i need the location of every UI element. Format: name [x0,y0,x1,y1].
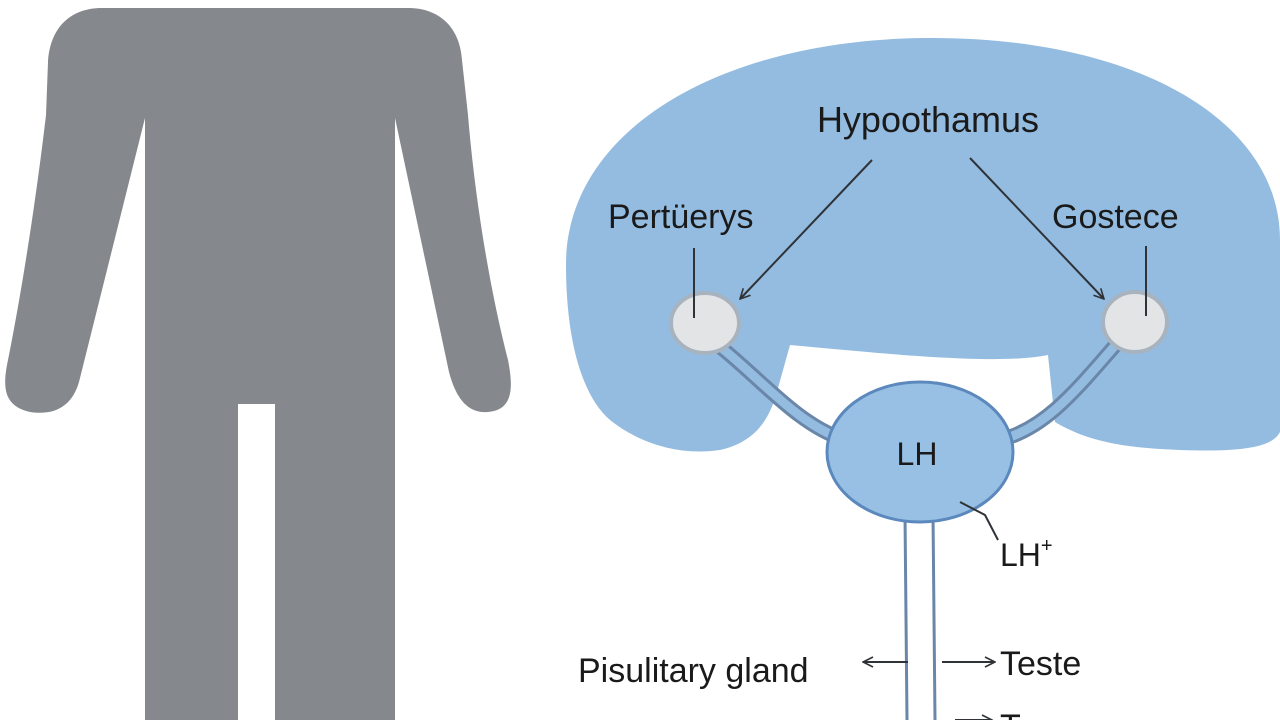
pituitary-label: Pisulitary gland [578,652,809,690]
bottom-cut-label: T [1000,708,1021,720]
pituitary-stalk-left [903,514,909,720]
lh-plus-text: LH [1000,537,1041,573]
left-gland-label: Pertüerys [608,198,754,236]
lh-plus-superscript: + [1041,535,1053,557]
lh-plus-label: LH+ [1000,535,1053,573]
lh-label: LH [897,436,938,472]
right-gland [1101,290,1169,354]
hypothalamus-to-left-arrow [740,159,873,299]
human-silhouette-icon [5,8,511,720]
hypothalamus-region [566,37,1280,452]
left-gland [669,291,741,355]
lh-node [825,380,1015,524]
pituitary-stalk-right [931,514,937,720]
teste-label: Teste [1000,645,1081,683]
right-gland-label: Gostece [1052,198,1179,236]
hypothalamus-label: Hypoothamus [817,99,1039,140]
lh-plus-leader [959,501,999,541]
hypothalamus-to-right-arrow [969,157,1104,299]
right-stalk-core [998,337,1124,445]
